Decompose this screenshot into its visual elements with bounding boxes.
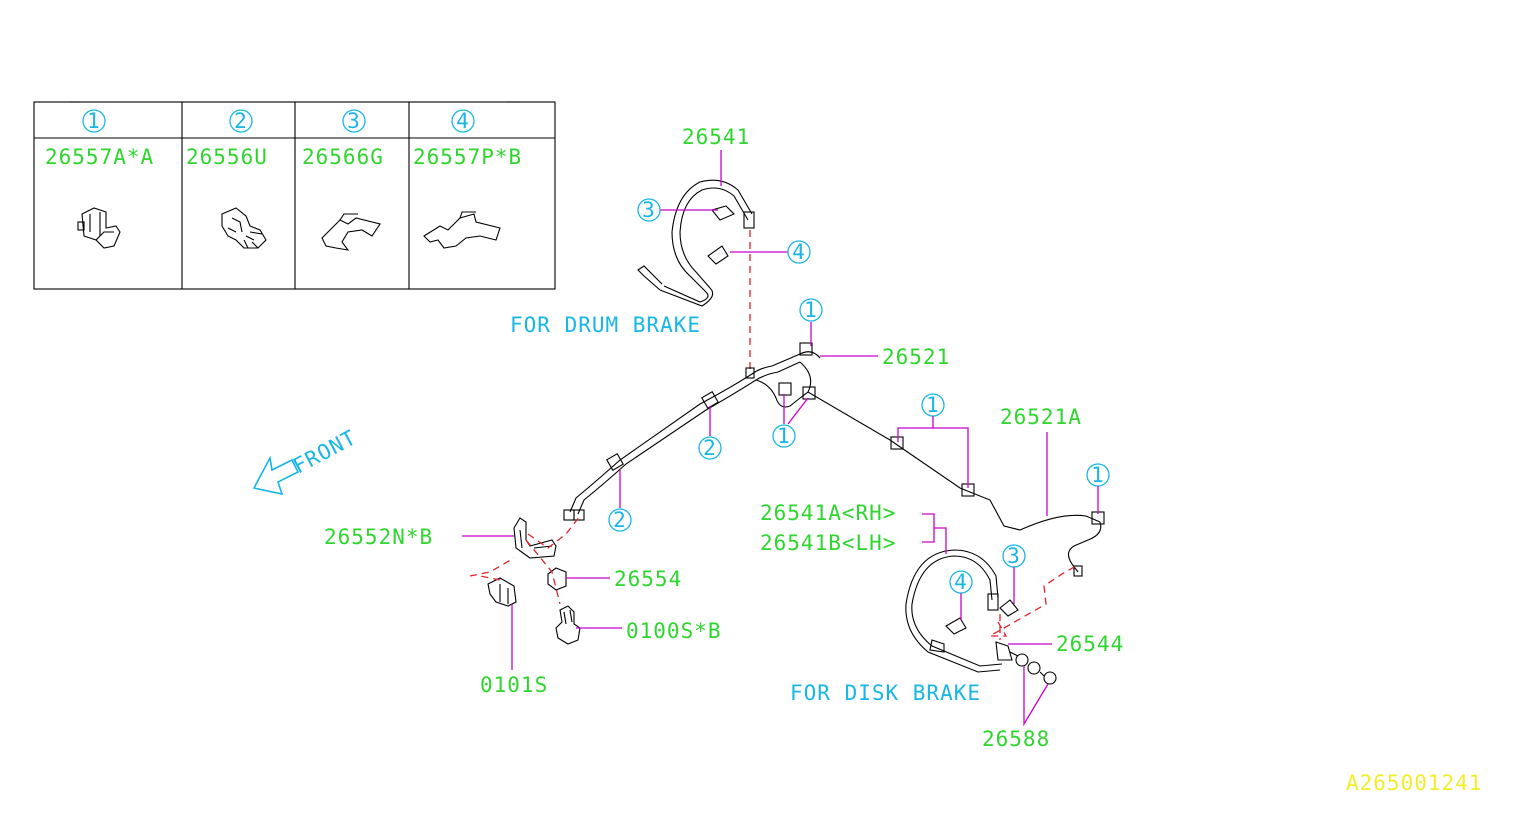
label-26521a: 26521A xyxy=(1000,405,1082,429)
legend-part-3: 26566G xyxy=(302,145,384,169)
legend-key-1: 1 xyxy=(87,109,101,133)
callout-1-top: 1 xyxy=(804,298,818,322)
legend-key-2: 2 xyxy=(234,109,248,133)
bolt-0100s xyxy=(555,605,581,645)
bolt-0101s xyxy=(487,577,517,607)
disk-brake-hose-26541a xyxy=(905,549,1057,685)
legend-key-3: 3 xyxy=(347,109,361,133)
drum-brake-hose-26541 xyxy=(637,179,755,307)
label-26541: 26541 xyxy=(682,125,750,149)
callout-4-drum: 4 xyxy=(792,240,806,264)
legend-part-1: 26557A*A xyxy=(45,145,154,169)
clip-26556u-drawing xyxy=(221,207,267,249)
callout-3-drum: 3 xyxy=(642,198,656,222)
legend-table: 1 2 3 4 26557A*A 26556U 26566G 26557P*B xyxy=(33,101,556,290)
clip-26566g-drawing xyxy=(321,213,381,251)
legend-part-2: 26556U xyxy=(186,145,268,169)
clip-26557p-drawing xyxy=(423,211,501,249)
callout-1-far-right: 1 xyxy=(1091,463,1105,487)
legend-key-4: 4 xyxy=(456,109,470,133)
label-26554: 26554 xyxy=(614,567,682,591)
label-26541a: 26541A<RH> xyxy=(760,501,896,525)
label-for-disk-brake: FOR DISK BRAKE xyxy=(790,681,981,705)
label-26541b: 26541B<LH> xyxy=(760,531,896,555)
callout-1-right: 1 xyxy=(926,393,940,417)
callout-4-disk: 4 xyxy=(954,570,968,594)
callout-1-mid: 1 xyxy=(777,424,791,448)
label-for-drum-brake: FOR DRUM BRAKE xyxy=(510,313,701,337)
label-26588: 26588 xyxy=(982,727,1050,751)
connector-26554 xyxy=(547,567,567,591)
callout-3-disk: 3 xyxy=(1007,544,1021,568)
label-26552n: 26552N*B xyxy=(324,525,433,549)
bracket-26552n xyxy=(513,517,557,559)
callout-2-lower: 2 xyxy=(613,508,627,532)
legend-part-4: 26557P*B xyxy=(413,145,522,169)
figure-id: A265001241 xyxy=(1346,771,1482,795)
brake-pipe-26521 xyxy=(563,342,1105,577)
label-26544: 26544 xyxy=(1056,632,1124,656)
clip-26557a-drawing xyxy=(77,207,121,249)
callout-2-upper: 2 xyxy=(703,436,717,460)
label-0100s: 0100S*B xyxy=(626,619,722,643)
label-front: FRONT xyxy=(289,425,361,478)
front-arrow-icon xyxy=(252,455,300,496)
label-0101s: 0101S xyxy=(480,673,548,697)
label-26521: 26521 xyxy=(882,345,950,369)
